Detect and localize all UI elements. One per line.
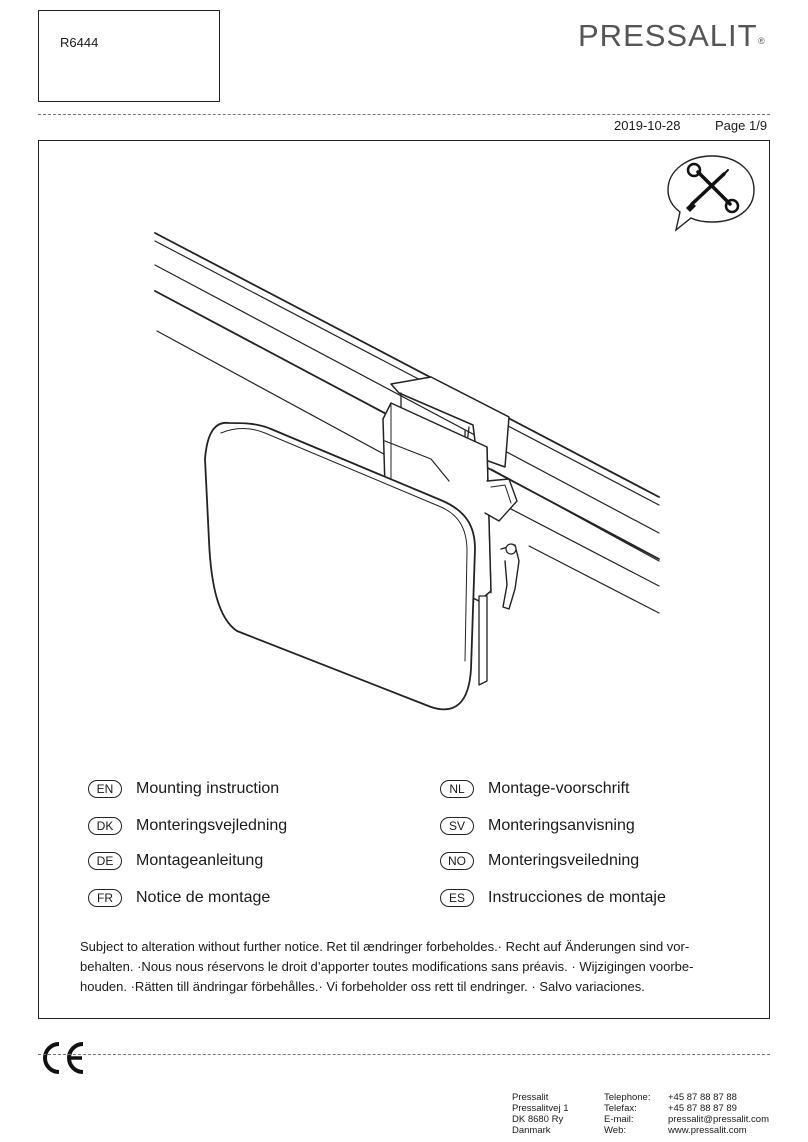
language-item-fr: FR Notice de montage [88,887,270,909]
language-title: Monteringsvejledning [136,817,288,834]
wrench-screwdriver-icon [667,155,755,232]
language-item-dk: DK Monteringsvejledning [88,815,287,837]
contact-label: E-mail: [604,1114,634,1125]
contact-web: www.pressalit.com [668,1125,747,1136]
language-item-en: EN Mounting instruction [88,778,279,800]
product-code-box [38,10,220,102]
brand-logo: PRESSALIT [578,18,758,53]
language-code-badge: NL [440,780,474,798]
language-item-es: ES Instrucciones de montaje [440,887,666,909]
language-title: Notice de montage [136,889,271,906]
contact-email: pressalit@pressalit.com [668,1114,769,1125]
notice-line: houden. ·Rätten till ändringar förbehåll… [80,979,645,994]
contact-fax: +45 87 88 87 89 [668,1103,737,1114]
address-line: Pressalitvej 1 [512,1103,569,1114]
language-item-no: NO Monteringsveiledning [440,850,639,872]
address-line: DK 8680 Ry [512,1114,564,1125]
language-code-badge: ES [440,889,474,907]
language-item-sv: SV Monteringsanvisning [440,815,635,837]
language-code-badge: DE [88,852,122,870]
contact-labels: Telephone: Telefax: E-mail: Web: [604,1092,650,1136]
language-code-badge: SV [440,817,474,835]
footer-divider [38,1054,770,1055]
contact-phone: +45 87 88 87 88 [668,1092,737,1103]
document-date: 2019-10-28 [614,118,681,133]
product-illustration [154,232,660,711]
header-divider [38,114,770,115]
content-frame [38,140,770,1019]
language-title: Mounting instruction [136,780,280,797]
contact-label: Telephone: [604,1092,651,1103]
contact-label: Telefax: [604,1103,637,1114]
notice-line: Subject to alteration without further no… [80,939,690,954]
language-code-badge: FR [88,889,122,907]
alteration-notice: Subject to alteration without further no… [80,937,740,997]
language-item-nl: NL Montage-voorschrift [440,778,629,800]
language-title: Instrucciones de montaje [488,889,666,906]
language-title: Montageanleitung [136,852,264,869]
language-code-badge: DK [88,817,122,835]
language-item-de: DE Montageanleitung [88,850,263,872]
product-code: R6444 [60,35,99,50]
address-line: Pressalit [512,1092,549,1103]
contact-values: +45 87 88 87 88 +45 87 88 87 89 pressali… [668,1092,769,1136]
company-address: Pressalit Pressalitvej 1 DK 8680 Ry Danm… [512,1092,569,1136]
language-code-badge: NO [440,852,474,870]
language-title: Monteringsanvisning [488,817,635,834]
address-line: Danmark [512,1125,551,1136]
notice-line: behalten. ·Nous nous réservons le droit … [80,959,694,974]
registered-mark: ® [758,36,765,46]
contact-label: Web: [604,1125,627,1136]
language-title: Montage-voorschrift [488,780,630,797]
page-number: Page 1/9 [715,118,768,133]
language-title: Monteringsveiledning [488,852,640,869]
ce-mark-icon [43,1042,84,1074]
language-code-badge: EN [88,780,122,798]
